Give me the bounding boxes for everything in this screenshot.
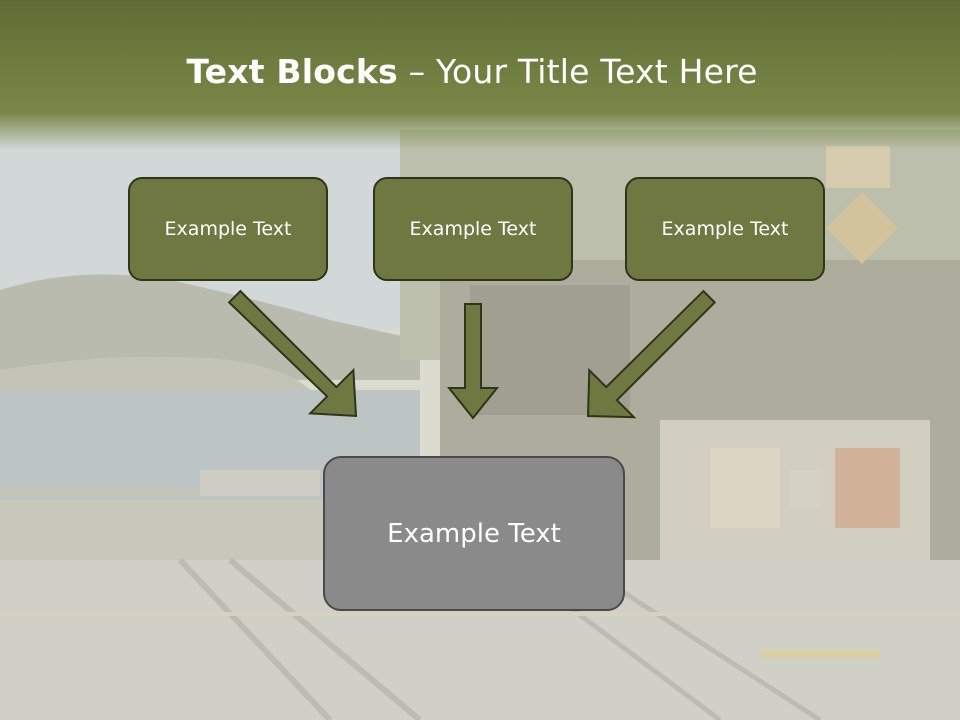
text-block-top-center[interactable]: Example Text [373, 177, 573, 281]
text-block-top-left-label: Example Text [164, 218, 292, 240]
text-block-main-label: Example Text [387, 518, 561, 549]
title-band [0, 0, 960, 150]
title-bold-part: Text Blocks [186, 52, 398, 91]
text-block-main[interactable]: Example Text [323, 456, 625, 611]
text-block-top-left[interactable]: Example Text [128, 177, 328, 281]
title-rest-part: – Your Title Text Here [397, 52, 758, 91]
text-block-top-center-label: Example Text [409, 218, 537, 240]
text-block-top-right-label: Example Text [661, 218, 789, 240]
slide-title: Text Blocks – Your Title Text Here [0, 52, 944, 91]
text-block-top-right[interactable]: Example Text [625, 177, 825, 281]
